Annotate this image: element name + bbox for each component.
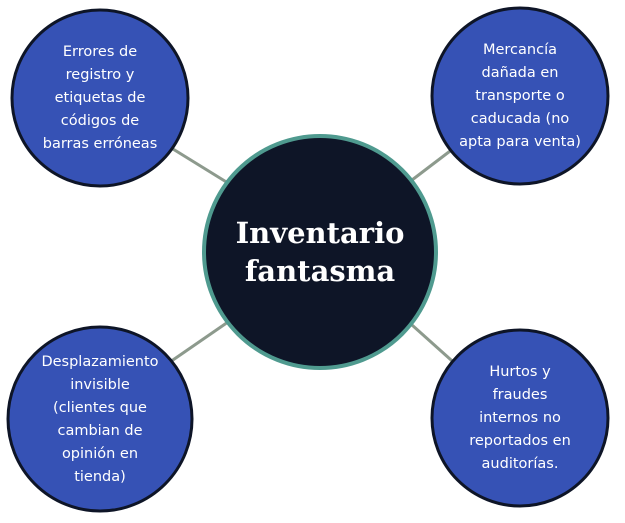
node-label-top-right: Mercancía dañada en transporte o caducad… [459,41,581,150]
node-circle-bottom-left [6,325,194,513]
center-node-circle [202,134,438,370]
node-circle-bottom-right [430,328,610,508]
node-circle-top-left [10,8,190,188]
node-label-top-left: Errores de registro y etiquetas de códig… [42,43,158,152]
node-circle-top-right [430,6,610,186]
connector-bottom-left [169,320,229,364]
node-label-bottom-left: Desplazamiento invisible (clientes que c… [41,354,159,485]
center-title: Inventario fantasma [235,216,405,288]
node-label-bottom-right: Hurtos y fraudes internos no reportados … [469,363,571,472]
